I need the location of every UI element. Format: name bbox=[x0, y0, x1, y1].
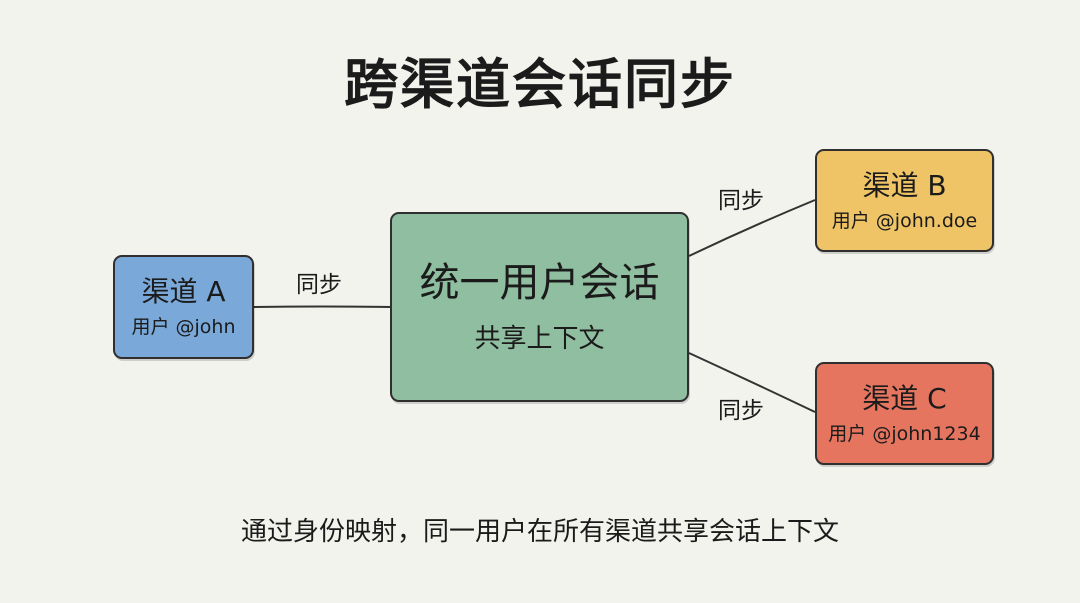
channel-a-user: 用户 @john bbox=[131, 316, 236, 338]
diagram-caption: 通过身份映射，同一用户在所有渠道共享会话上下文 bbox=[240, 517, 839, 547]
channel-c-node: 渠道 C 用户 @john1234 bbox=[815, 362, 994, 465]
connector-center-b bbox=[688, 199, 816, 257]
edge-label-b: 同步 bbox=[718, 188, 764, 214]
channel-b-node: 渠道 B 用户 @john.doe bbox=[815, 149, 994, 252]
unified-session-title: 统一用户会话 bbox=[419, 260, 660, 306]
connector-a-center bbox=[253, 305, 391, 308]
edge-label-c: 同步 bbox=[718, 398, 764, 424]
diagram-title: 跨渠道会话同步 bbox=[344, 53, 736, 116]
edge-label-a: 同步 bbox=[296, 272, 342, 298]
unified-session-subtitle: 共享上下文 bbox=[474, 324, 605, 354]
channel-c-name: 渠道 C bbox=[862, 381, 947, 415]
connector-center-c bbox=[688, 352, 816, 413]
channel-a-name: 渠道 A bbox=[141, 275, 226, 308]
unified-session-node: 统一用户会话 共享上下文 bbox=[390, 212, 689, 402]
channel-b-name: 渠道 B bbox=[862, 168, 947, 202]
channel-c-user: 用户 @john1234 bbox=[828, 422, 981, 445]
channel-a-node: 渠道 A 用户 @john bbox=[113, 255, 254, 359]
channel-b-user: 用户 @john.doe bbox=[831, 209, 978, 232]
